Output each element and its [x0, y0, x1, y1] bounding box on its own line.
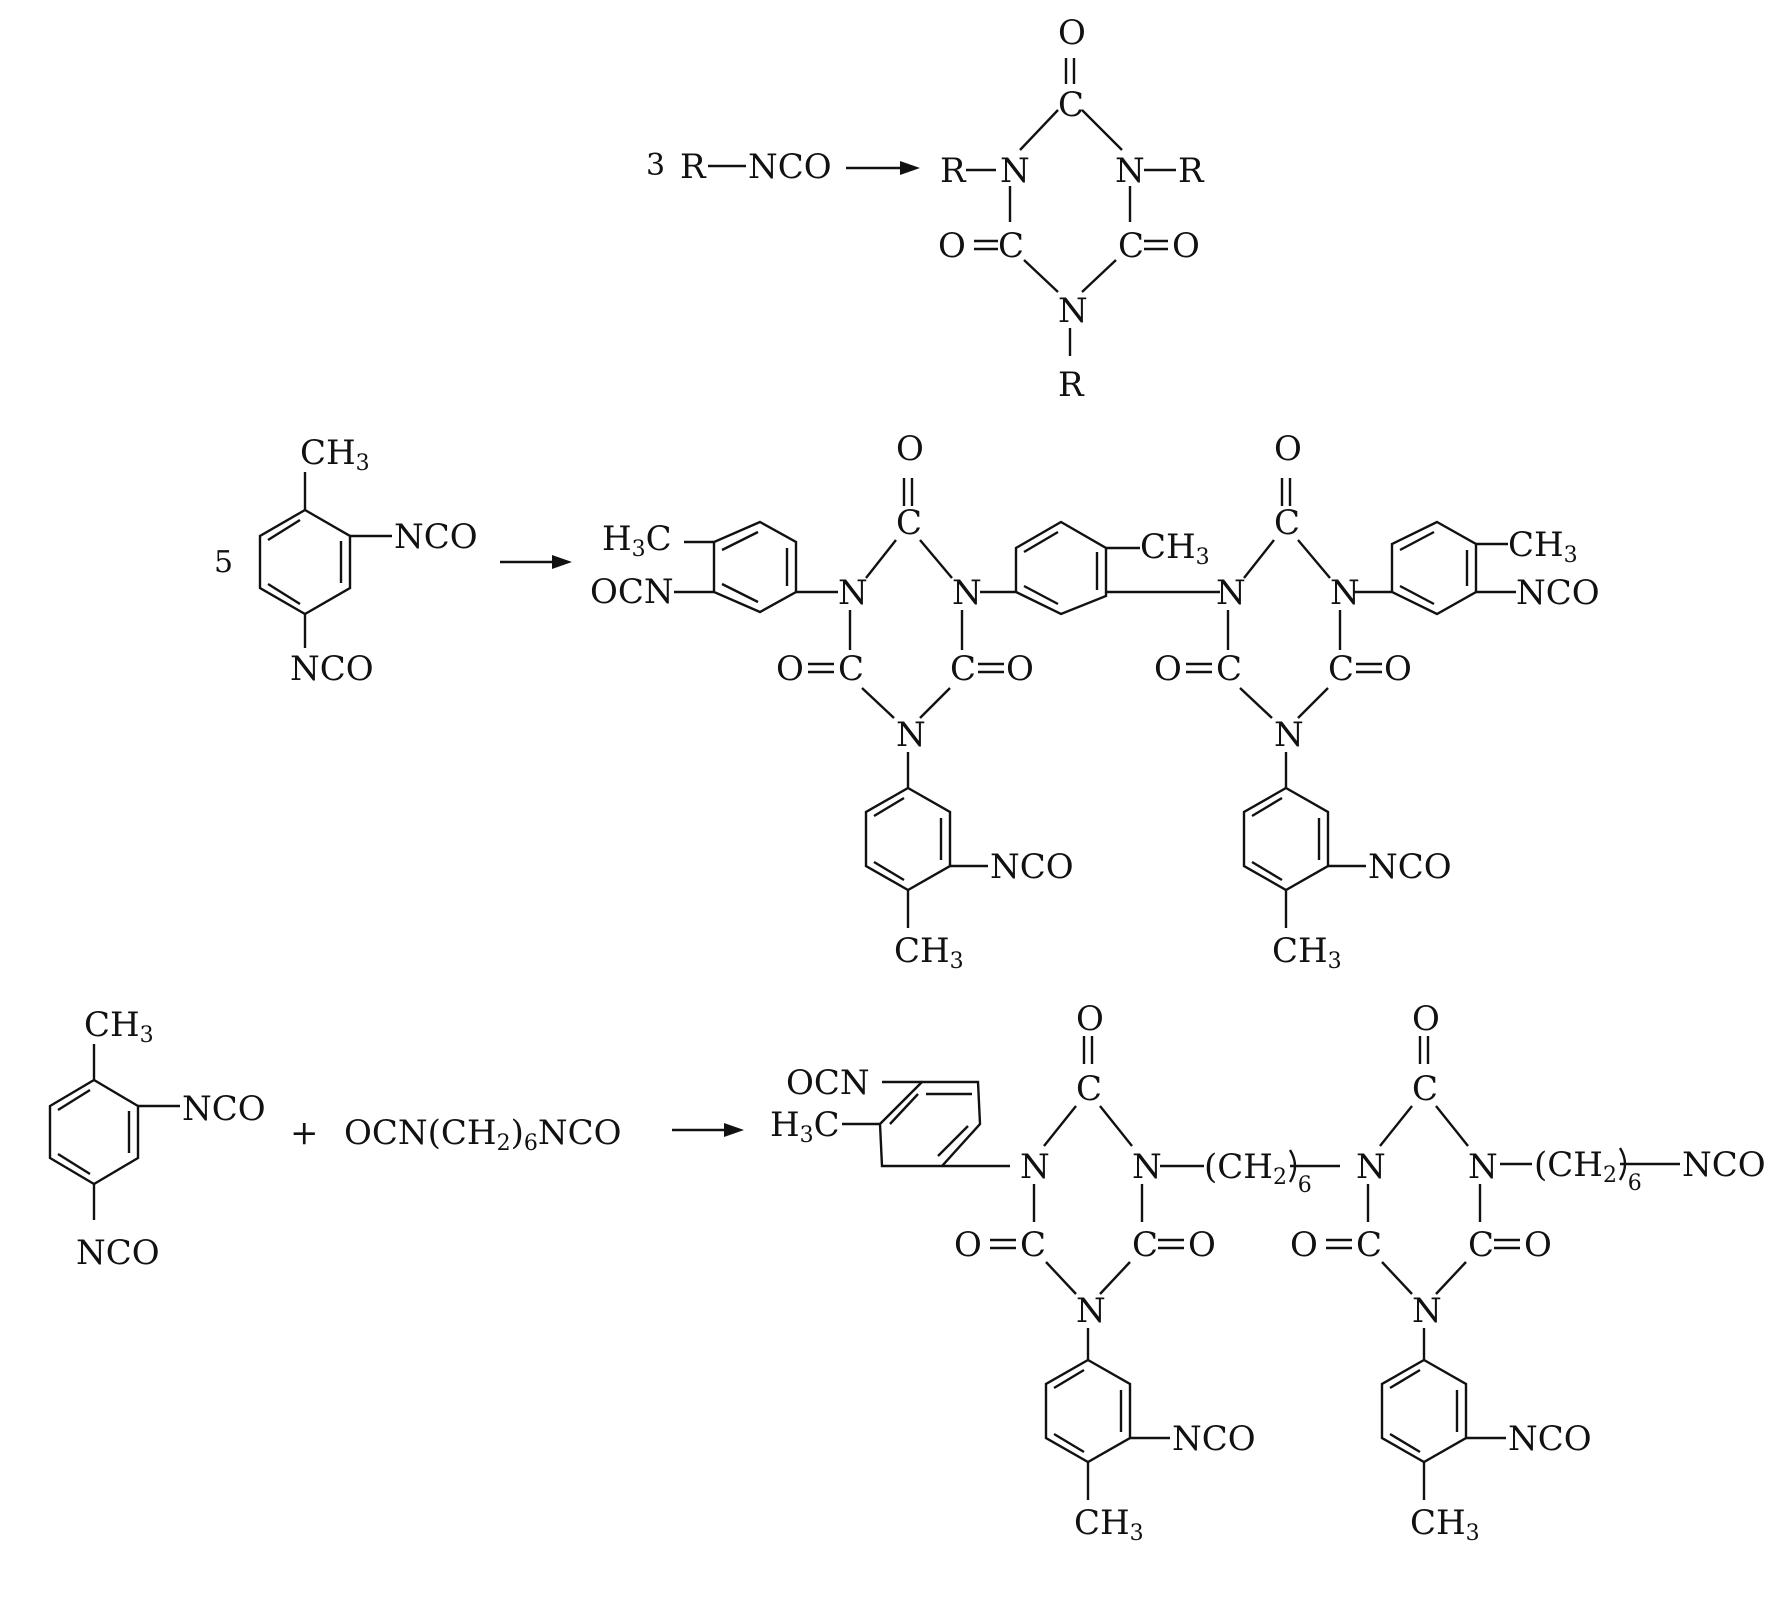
r2-reactant-nco-bottom: NCO [290, 649, 374, 689]
r1-coefficient: 3 [646, 148, 665, 183]
r3-reactant-ch3: CH3 [84, 1005, 154, 1048]
r2-ring1-o-top: O [896, 429, 924, 469]
r1-isocyanurate-ring [966, 58, 1176, 356]
r3-reactant-nco-right: NCO [182, 1089, 266, 1129]
r3-ring1-o-top: O [1076, 999, 1104, 1039]
r2-tdi-reactant [258, 472, 392, 648]
r2-ch3-right: CH3 [1508, 525, 1578, 568]
r2-ring1-aryl-nco: NCO [990, 847, 1074, 887]
r3-ring1-o-right: O [1188, 1225, 1216, 1265]
r3-ring1-c-right: C [1132, 1225, 1158, 1265]
r3-ocn-left: OCN [786, 1063, 870, 1103]
r1-c-top: C [1058, 85, 1084, 125]
r2-ch3-middle: CH3 [1140, 527, 1210, 570]
reaction-2: 5 CH3 NCO NCO [214, 429, 1600, 974]
r1-o-left: O [938, 226, 966, 266]
r2-product-bonds [674, 478, 1516, 928]
r2-ring2-aryl-ch3: CH3 [1272, 931, 1342, 974]
r2-ring1-c-left: C [838, 649, 864, 689]
r2-arrow [500, 555, 572, 569]
r3-ring2-n-left: N [1356, 1147, 1386, 1187]
r2-ring1-o-right: O [1006, 649, 1034, 689]
r3-tdi-reactant [48, 1044, 180, 1220]
r3-ring1-n-right: N [1132, 1147, 1162, 1187]
r2-h3c-left: H3C [602, 519, 672, 562]
r2-reactant-ch3: CH3 [300, 433, 370, 476]
r2-ring1-n-right: N [952, 573, 982, 613]
r3-ring2-c-right: C [1468, 1225, 1494, 1265]
r3-h3c-left: H3C [770, 1105, 840, 1148]
r2-ring2-c-right: C [1328, 649, 1354, 689]
r3-ring1-c-left: C [1020, 1225, 1046, 1265]
r3-ring2-n-bottom: N [1412, 1291, 1442, 1331]
r3-ring2-o-right: O [1524, 1225, 1552, 1265]
r1-r-bottom: R [1058, 365, 1085, 405]
r3-ring2-o-left: O [1290, 1225, 1318, 1265]
reaction-3: CH3 NCO NCO + OCN(CH2)6NCO [48, 999, 1766, 1546]
r3-plus: + [290, 1113, 319, 1153]
r2-ring2-o-right: O [1384, 649, 1412, 689]
r1-c-left: C [998, 226, 1024, 266]
r3-ring1-aryl-ch3: CH3 [1074, 1503, 1144, 1546]
r2-reactant-nco-right: NCO [394, 517, 478, 557]
r3-ring1-n-left: N [1020, 1147, 1050, 1187]
r1-o-right: O [1172, 226, 1200, 266]
r3-ring2-c-top: C [1412, 1069, 1438, 1109]
r3-ring1-n-bottom: N [1076, 1291, 1106, 1331]
r3-link1-ch2: (CH2 6 [1204, 1147, 1312, 1198]
r3-nco-end: NCO [1682, 1145, 1766, 1185]
r2-ring2-c-left: C [1216, 649, 1242, 689]
r3-ring1-o-left: O [954, 1225, 982, 1265]
r1-n-bottom: N [1058, 291, 1088, 331]
r2-ocn-left: OCN [590, 572, 674, 612]
r2-ring1-n-bottom: N [896, 715, 926, 755]
r3-link2-ch2: (CH2 6 [1534, 1145, 1642, 1196]
r3-ring2-aryl-ch3: CH3 [1410, 1503, 1480, 1546]
r1-reactant-nco: NCO [748, 147, 832, 187]
r1-c-right: C [1118, 226, 1144, 266]
r2-ring2-n-right: N [1330, 573, 1360, 613]
reaction-1: 3 R NCO O C R N N R [646, 13, 1205, 405]
r2-ring1-c-top: C [896, 503, 922, 543]
r3-ring1-aryl-nco: NCO [1172, 1419, 1256, 1459]
r2-ring2-o-top: O [1274, 429, 1302, 469]
r2-ring1-o-left: O [776, 649, 804, 689]
r3-product-bonds [842, 1036, 1680, 1500]
r3-ring2-o-top: O [1412, 999, 1440, 1039]
r1-r-left: R [940, 151, 967, 191]
r3-reactant-nco-bottom: NCO [76, 1233, 160, 1273]
r1-r-right: R [1178, 151, 1205, 191]
r2-ring1-n-left: N [838, 573, 868, 613]
r1-n-right: N [1115, 151, 1145, 191]
r2-nco-right: NCO [1516, 573, 1600, 613]
r2-ring2-n-bottom: N [1274, 715, 1304, 755]
r3-ring1-c-top: C [1076, 1069, 1102, 1109]
r2-ring1-aryl-ch3: CH3 [894, 931, 964, 974]
r3-arrow [672, 1123, 744, 1137]
r1-reactant-r: R [680, 147, 707, 187]
r2-ring1-c-right: C [950, 649, 976, 689]
r3-ring2-aryl-nco: NCO [1508, 1419, 1592, 1459]
r2-ring2-aryl-nco: NCO [1368, 847, 1452, 887]
r2-ring2-o-left: O [1154, 649, 1182, 689]
r3-hdi-reactant: OCN(CH2)6NCO [344, 1113, 621, 1156]
r3-ring2-n-right: N [1468, 1147, 1498, 1187]
r2-ring2-n-left: N [1216, 573, 1246, 613]
r1-o-top: O [1058, 13, 1086, 53]
r2-coefficient: 5 [214, 545, 233, 580]
r2-ring2-c-top: C [1274, 503, 1300, 543]
r1-n-left: N [1000, 151, 1030, 191]
r3-ring2-c-left: C [1356, 1225, 1382, 1265]
r1-arrow [846, 161, 920, 175]
